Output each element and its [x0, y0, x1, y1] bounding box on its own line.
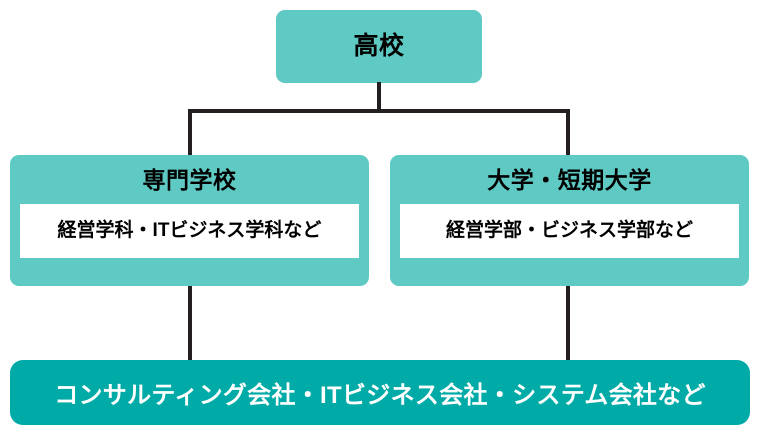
connector-to-university	[566, 109, 570, 156]
node-vocational-school-detail: 経営学科・ITビジネス学科など	[20, 204, 359, 259]
node-university: 大学・短期大学 経営学部・ビジネス学部など	[390, 155, 749, 286]
node-highschool-title: 高校	[353, 31, 405, 60]
connector-vocational-to-careers	[188, 286, 192, 362]
node-university-detail: 経営学部・ビジネス学部など	[400, 204, 739, 259]
node-careers-label: コンサルティング会社・ITビジネス会社・システム会社など	[54, 382, 706, 409]
connector-university-to-careers	[566, 286, 570, 362]
connector-to-vocational	[188, 109, 192, 156]
connector-branch-bar	[188, 109, 570, 113]
connector-highschool-stem	[377, 82, 381, 113]
node-vocational-school-title: 専門学校	[142, 167, 237, 193]
node-vocational-school: 専門学校 経営学科・ITビジネス学科など	[10, 155, 369, 286]
node-highschool: 高校	[276, 10, 482, 83]
node-careers: コンサルティング会社・ITビジネス会社・システム会社など	[10, 360, 750, 425]
node-university-title: 大学・短期大学	[487, 167, 652, 193]
